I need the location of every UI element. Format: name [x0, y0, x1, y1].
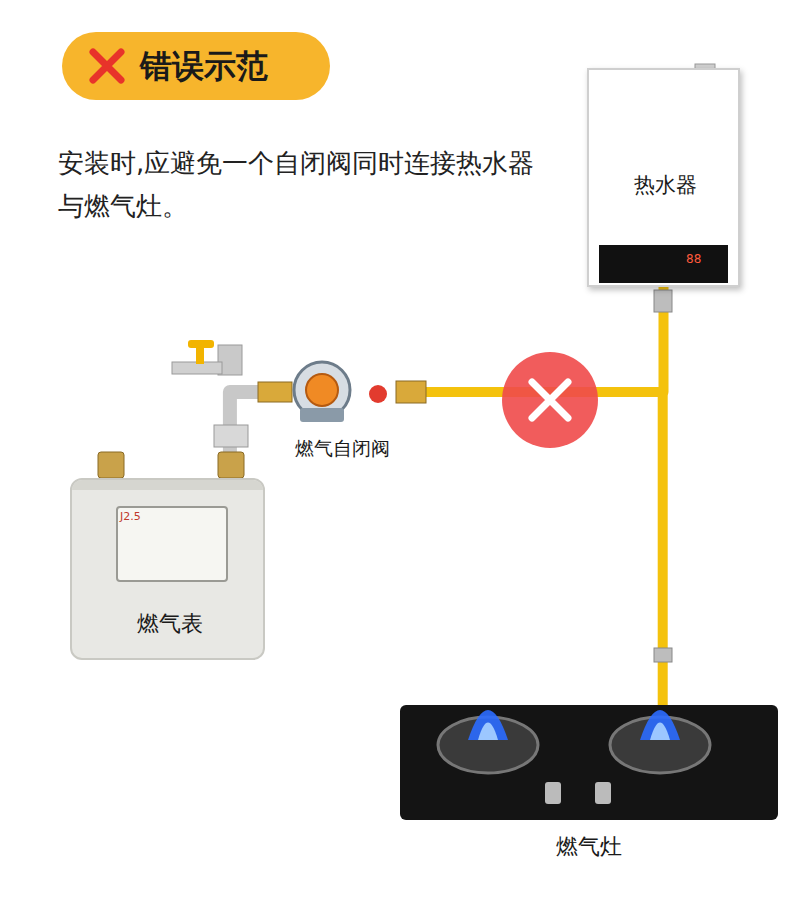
display-digits: 88 — [686, 252, 701, 266]
node-label: 燃气表 — [137, 610, 203, 639]
cross-icon — [93, 52, 121, 80]
title-text: 错误示范 — [140, 45, 268, 89]
stove-glass — [400, 705, 778, 820]
tee-fitting — [214, 425, 248, 447]
stove-glass — [478, 723, 498, 741]
stove-glass — [610, 717, 710, 773]
valve-symbol — [258, 362, 426, 422]
stove-glass — [545, 782, 561, 804]
meter-fittings — [98, 452, 124, 478]
heater-display — [599, 245, 728, 283]
gas-meter-box: 燃气表 — [70, 478, 265, 660]
note-text: 安装时,应避免一个自闭阀同时连接热水器与燃气灶。 — [58, 142, 543, 228]
node-label: 燃气自闭阀 — [295, 436, 390, 461]
stove-glass — [468, 710, 508, 740]
tee-fitting — [188, 340, 214, 348]
wrong-mark — [532, 382, 568, 418]
meter-model: J2.5 — [120, 510, 141, 523]
cross-icon — [88, 47, 126, 85]
stove-glass — [654, 648, 672, 662]
gas-stove-group: 燃气灶 — [400, 705, 778, 870]
meter-fittings — [218, 452, 244, 478]
valve-symbol — [300, 408, 344, 422]
stove-glass — [640, 710, 680, 740]
node-label: 热水器 — [634, 172, 697, 199]
stove-glass — [650, 723, 670, 741]
water-heater-box: 热水器 — [587, 68, 740, 287]
wrong-mark — [502, 352, 598, 448]
meter-fittings — [98, 452, 244, 478]
stove-glass — [400, 648, 778, 820]
valve-symbol — [258, 382, 292, 402]
stove-glass — [595, 782, 611, 804]
valve-symbol — [369, 385, 387, 403]
node-label: 燃气灶 — [556, 833, 622, 862]
valve-symbol — [396, 381, 426, 403]
meter-top-band — [72, 480, 263, 490]
heater-fitting — [654, 290, 672, 312]
wrong-mark — [502, 352, 598, 448]
valve-group: 燃气自闭阀 — [280, 366, 405, 466]
title-badge: 错误示范 — [62, 32, 330, 100]
tee-fitting — [172, 340, 248, 447]
stove-glass — [438, 717, 538, 773]
valve-symbol — [306, 374, 338, 406]
